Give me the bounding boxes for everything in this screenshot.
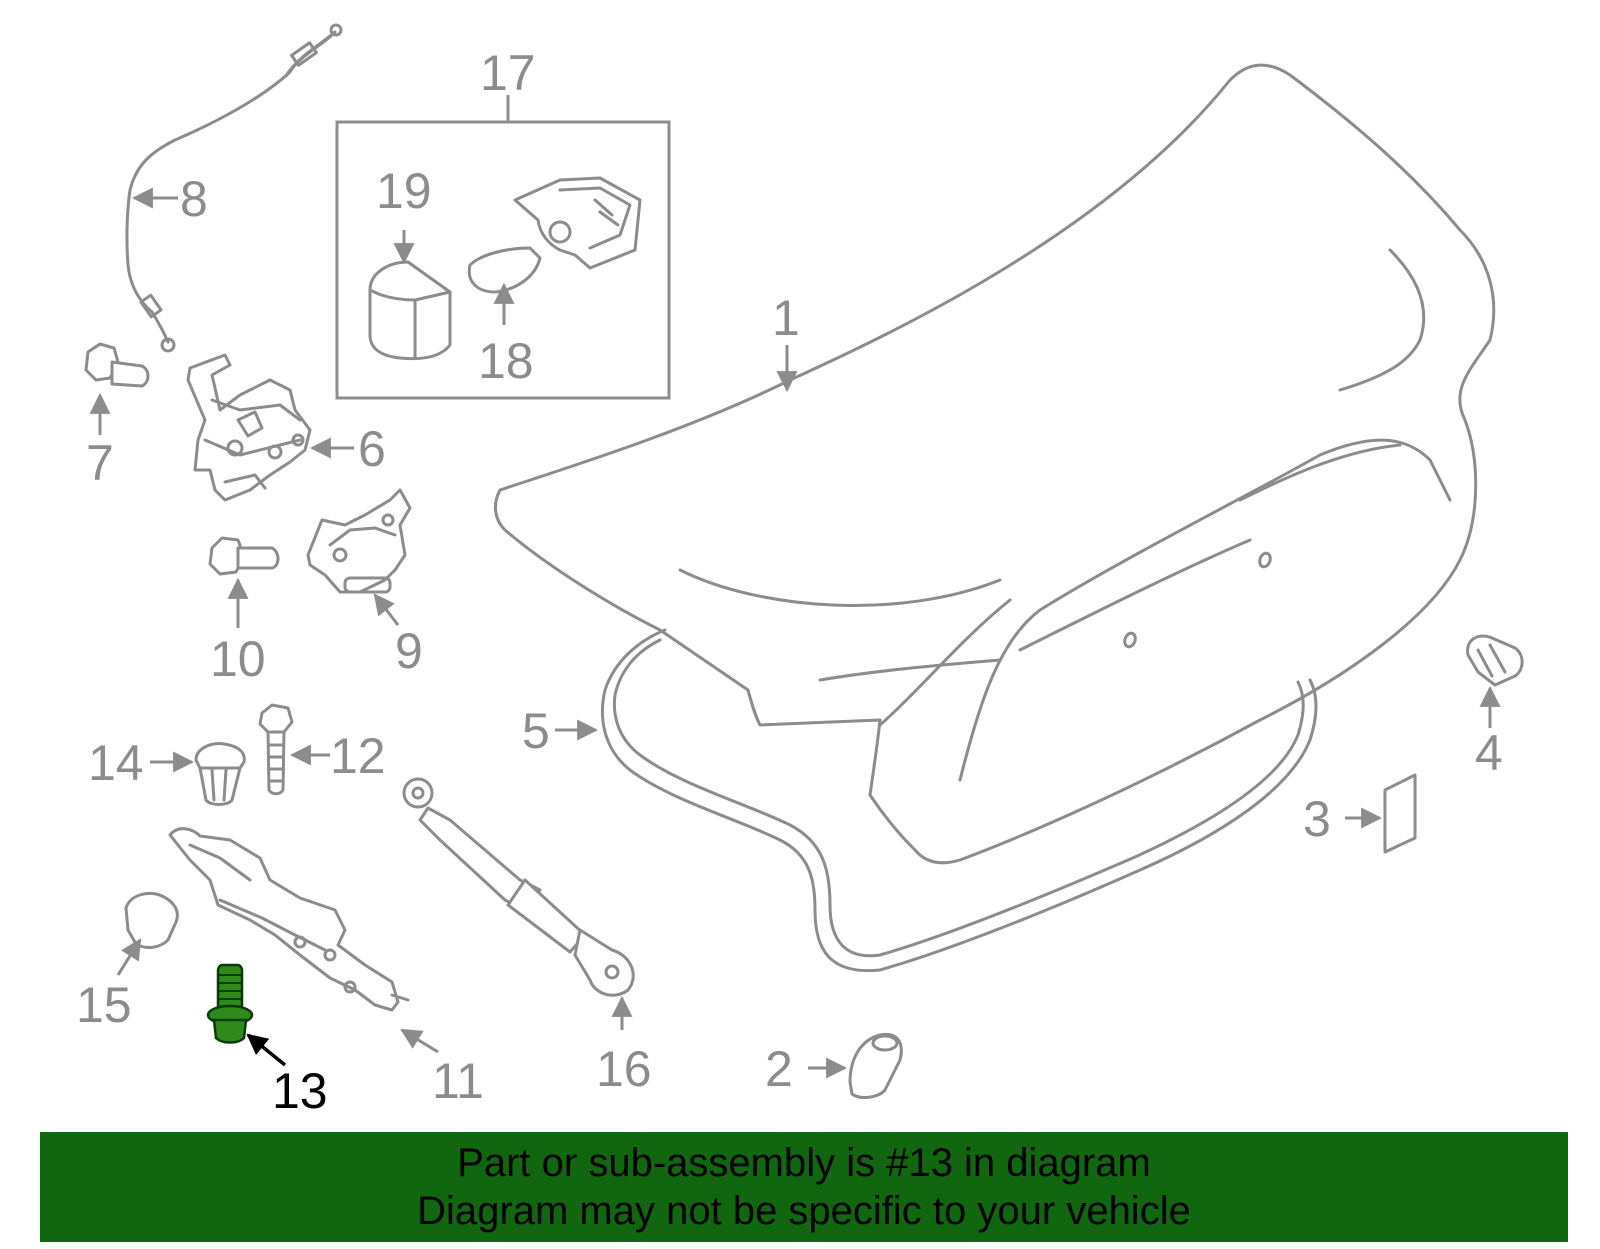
part-11-hinge[interactable] [168, 827, 410, 1012]
part-10-bolt[interactable] [208, 536, 280, 576]
banner-line-1: Part or sub-assembly is #13 in diagram [457, 1141, 1151, 1185]
part-6-lock[interactable] [186, 353, 312, 502]
part-9-striker[interactable] [306, 488, 412, 594]
label-4: 4 [1475, 725, 1503, 781]
label-15: 15 [76, 977, 132, 1033]
label-8: 8 [180, 171, 208, 227]
info-banner: Part or sub-assembly is #13 in diagram D… [40, 1132, 1568, 1242]
leader-lines [89, 187, 1501, 1079]
label-2: 2 [765, 1041, 793, 1097]
part-8-release-cable[interactable] [125, 23, 343, 353]
label-13: 13 [272, 1063, 328, 1119]
label-6: 6 [358, 421, 386, 477]
label-14: 14 [88, 735, 144, 791]
part-1-trunk-lid[interactable] [493, 63, 1496, 865]
part-17-kit-box[interactable] [335, 95, 671, 400]
part-13-bolt-highlighted[interactable] [206, 963, 254, 1044]
part-4-clip[interactable] [1466, 634, 1524, 687]
part-12-bolt[interactable] [258, 703, 294, 796]
part-16-gas-strut[interactable] [402, 777, 635, 997]
label-10: 10 [210, 631, 266, 687]
label-5: 5 [522, 703, 550, 759]
part-2-bumper[interactable] [848, 1032, 903, 1099]
part-14-clip[interactable] [194, 742, 246, 806]
label-12: 12 [330, 728, 386, 784]
label-9: 9 [395, 623, 423, 679]
label-16: 16 [596, 1041, 652, 1097]
part-7-bolt[interactable] [84, 342, 150, 388]
label-1: 1 [772, 290, 800, 346]
label-11: 11 [432, 1053, 484, 1109]
part-5-weatherstrip[interactable] [601, 628, 1318, 973]
part-17-latch-unit[interactable] [513, 176, 642, 270]
banner-line-2: Diagram may not be specific to your vehi… [417, 1189, 1191, 1233]
label-19: 19 [376, 163, 432, 219]
label-7: 7 [86, 435, 114, 491]
part-18-clip[interactable] [467, 246, 542, 294]
label-18: 18 [478, 333, 534, 389]
label-3: 3 [1303, 791, 1331, 847]
label-17: 17 [480, 45, 536, 101]
part-15-bumper[interactable] [124, 892, 179, 949]
part-3-emblem[interactable] [1383, 773, 1417, 854]
part-19-cap[interactable] [368, 260, 452, 361]
